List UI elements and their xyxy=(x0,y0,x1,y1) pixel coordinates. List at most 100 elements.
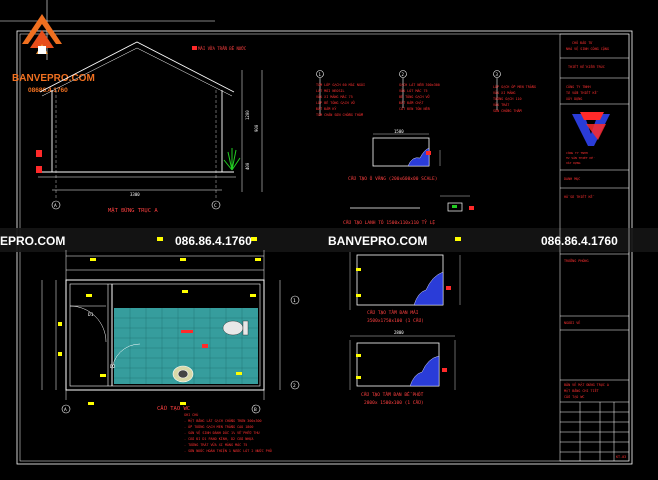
plan-yellow-markers xyxy=(58,258,261,405)
lanh-to-marker xyxy=(469,206,474,210)
watermark-phone-1: 086.86.4.1760 xyxy=(175,234,252,248)
axis-a-bubble xyxy=(51,200,61,210)
svg-text:LỚP BÊ TÔNG GẠCH VỠ: LỚP BÊ TÔNG GẠCH VỠ xyxy=(316,100,355,105)
svg-text:VỮA XI MĂNG: VỮA XI MĂNG xyxy=(493,90,515,95)
be-phot-hatch xyxy=(409,355,440,387)
company-logo xyxy=(572,112,610,146)
door-d2-label: D2 xyxy=(110,364,116,370)
svg-text:- CỬA ĐI D1 PANO KÍNH, D2 CỬA: - CỬA ĐI D1 PANO KÍNH, D2 CỬA NHỰA xyxy=(184,436,253,441)
svg-text:GẠCH LÁT NỀN 300x300: GẠCH LÁT NỀN 300x300 xyxy=(399,82,440,87)
svg-text:LỚP GẠCH ỐP MEN TRẮNG: LỚP GẠCH ỐP MEN TRẮNG xyxy=(493,84,536,89)
detail-tam-dan-mai xyxy=(349,252,461,310)
svg-text:TÓM CHÂN SƠN CHỐNG THẤM: TÓM CHÂN SƠN CHỐNG THẤM xyxy=(316,112,363,117)
svg-text:VỮA XI MĂNG MÁC 75: VỮA XI MĂNG MÁC 75 xyxy=(316,94,353,99)
notes-col-2: GẠCH LÁT NỀN 300x300 VỮA LÓT MÁC 75 BÊ T… xyxy=(399,82,440,111)
company-logo-caption: CÔNG TY TNHH TƯ VẤN THIẾT KẾ XÂY DỰNG xyxy=(566,150,595,165)
svg-text:- TƯỜNG TRÁT VỮA XI MĂNG MÁC 7: - TƯỜNG TRÁT VỮA XI MĂNG MÁC 75 xyxy=(184,442,247,447)
elevation-dim-bottom: 3300 xyxy=(130,192,140,197)
detail-tam-dan-be-phot xyxy=(349,335,456,390)
svg-text:ĐẤT ĐẦM CHẶT: ĐẤT ĐẦM CHẶT xyxy=(399,100,424,105)
watermark-left: EPRO.COM xyxy=(0,234,65,248)
svg-text:XÂY DỰNG: XÂY DỰNG xyxy=(566,160,581,165)
svg-text:TRƯỞNG PHÒNG: TRƯỞNG PHÒNG xyxy=(564,258,589,263)
svg-text:XÂY DỰNG: XÂY DỰNG xyxy=(566,96,582,101)
svg-text:LÁT MỚI NEOSIL: LÁT MỚI NEOSIL xyxy=(316,88,345,93)
door-d1-label: D1 xyxy=(88,312,94,318)
svg-text:NGƯỜI VẼ: NGƯỜI VẼ xyxy=(564,320,580,325)
plan-title: CẤU TẠO WC xyxy=(157,405,190,412)
svg-text:- SÀN VỆ SINH ĐÁNH DỐC 1% VỀ P: - SÀN VỆ SINH ĐÁNH DỐC 1% VỀ PHỄU THU xyxy=(184,430,260,435)
toilet-fixture xyxy=(222,320,249,336)
elevation-dim-right-2: 900 xyxy=(254,124,259,132)
svg-text:GHI CHÚ: GHI CHÚ xyxy=(184,412,198,417)
title-block-r8: HỒ SƠ THIẾT KẾ xyxy=(564,194,595,199)
watermark-strip xyxy=(0,228,658,252)
svg-text:BẢN VẼ MẶT ĐỨNG TRỤC A: BẢN VẼ MẶT ĐỨNG TRỤC A xyxy=(564,382,609,387)
title-block-text: CHỦ ĐẦU TƯ NHÀ VỆ SINH CÔNG CỘNG THIẾT K… xyxy=(564,40,626,459)
plan-axis-1: 1 xyxy=(293,298,296,304)
squat-toilet xyxy=(172,365,194,383)
tam-dan-mai-hatch xyxy=(413,271,444,306)
elevation-title: MẶT ĐỨNG TRỤC A xyxy=(108,207,158,214)
svg-text:MẶT BẰNG CHI TIẾT: MẶT BẰNG CHI TIẾT xyxy=(564,388,599,393)
detail-1-dim: 1500 xyxy=(394,129,404,134)
svg-text:TÓM LỚP GẠCH 60 MÁI NGÓI: TÓM LỚP GẠCH 60 MÁI NGÓI xyxy=(316,82,365,87)
be-phot-marker xyxy=(442,368,447,372)
axis-c-label: C xyxy=(214,203,217,209)
notes-col-3: LỚP GẠCH ỐP MEN TRẮNG VỮA XI MĂNG TƯỜNG … xyxy=(493,84,536,113)
roof-note-marker xyxy=(192,46,197,50)
svg-text:ĐẤT ĐẦM KỸ: ĐẤT ĐẦM KỸ xyxy=(316,106,336,111)
elevation-dim-right-1: 1200 xyxy=(245,110,250,120)
svg-text:- ỐP TƯỜNG GẠCH MEN TRẮNG CAO: - ỐP TƯỜNG GẠCH MEN TRẮNG CAO 1800 xyxy=(184,424,253,429)
detail-2-title: CẤU TẠO LANH TÔ 1500x110x110 TỶ LỆ xyxy=(343,218,435,226)
svg-text:TƯỜNG GẠCH 110: TƯỜNG GẠCH 110 xyxy=(493,96,522,101)
watermark-brand-center: BANVEPRO.COM xyxy=(328,234,427,248)
svg-text:VỮA LÓT MÁC 75: VỮA LÓT MÁC 75 xyxy=(399,88,428,93)
door-d2-swing xyxy=(111,343,141,373)
svg-text:THIẾT KẾ KIẾN TRÚC: THIẾT KẾ KIẾN TRÚC xyxy=(568,64,605,69)
detail-3-sub: 3500x1750x100 (1 CẤU) xyxy=(367,317,424,324)
svg-text:BÊ TÔNG GẠCH VỠ: BÊ TÔNG GẠCH VỠ xyxy=(399,94,430,99)
plan-axis-bubbles xyxy=(61,295,300,414)
plan-axis-b: B xyxy=(254,407,257,413)
plan-axis-2: 2 xyxy=(293,383,296,389)
note-marker-3: 3 xyxy=(496,72,499,77)
svg-text:SƠN CHỐNG THẤM: SƠN CHỐNG THẤM xyxy=(493,108,522,113)
roof-note: MÁI VỮA TRẦN BÊ NƯỚC xyxy=(198,46,247,51)
elevation-drawing xyxy=(38,41,263,200)
svg-text:DANH MỤC: DANH MỤC xyxy=(564,177,580,181)
plan-red-markers xyxy=(181,330,208,348)
svg-text:CÔNG TY TNHH: CÔNG TY TNHH xyxy=(566,84,591,89)
detail-4-sub: 2800x 1500x100 (1 CẤU) xyxy=(364,399,424,406)
lanh-to-green xyxy=(452,205,457,208)
svg-text:NHÀ VỆ SINH CÔNG CỘNG: NHÀ VỆ SINH CÔNG CỘNG xyxy=(566,46,609,51)
svg-text:- MẶT BẰNG LÁT GẠCH CHỐNG TRƠN: - MẶT BẰNG LÁT GẠCH CHỐNG TRƠN 300x300 xyxy=(184,418,262,423)
plan-axis-a: A xyxy=(64,407,67,413)
tam-dan-mai-marker xyxy=(446,286,451,290)
door-d1-swing xyxy=(69,305,107,343)
brand-phone: 08686.4.1760 xyxy=(28,87,68,94)
svg-text:CHỦ ĐẦU TƯ: CHỦ ĐẦU TƯ xyxy=(572,40,593,45)
note-marker-1: 1 xyxy=(319,72,322,77)
elevation-red-markers xyxy=(36,150,42,173)
detail-o-vang xyxy=(372,133,441,167)
detail-4-title: CẤU TẠO TẤM ĐAN BỂ PHỐT xyxy=(361,390,424,398)
tam-dan-mai-dots xyxy=(356,268,361,297)
svg-text:CẤU TẠO WC: CẤU TẠO WC xyxy=(564,394,584,399)
detail-3-title: CẤU TẠO TẤM ĐAN MÁI xyxy=(367,309,419,316)
svg-text:TƯ VẤN THIẾT KẾ: TƯ VẤN THIẾT KẾ xyxy=(566,90,599,95)
svg-text:- SƠN NƯỚC HOÀN THIỆN 1 NƯỚC L: - SƠN NƯỚC HOÀN THIỆN 1 NƯỚC LÓT 2 NƯỚC … xyxy=(184,448,272,453)
brand-logo xyxy=(22,14,62,54)
note-markers xyxy=(316,70,501,116)
detail-lanh-to xyxy=(350,195,470,212)
axis-a-label: A xyxy=(54,203,57,209)
be-phot-dots xyxy=(356,354,361,379)
notes-col-1: TÓM LỚP GẠCH 60 MÁI NGÓI LÁT MỚI NEOSIL … xyxy=(316,82,365,117)
svg-text:CÁT ĐEN TÔN NỀN: CÁT ĐEN TÔN NỀN xyxy=(399,106,430,111)
strip-yellow-dots xyxy=(157,237,461,241)
title-block xyxy=(559,33,630,462)
o-vang-hatch xyxy=(407,147,430,167)
svg-text:CÔNG TY TNHH: CÔNG TY TNHH xyxy=(566,150,588,155)
elevation-dim-right-3: 400 xyxy=(245,162,250,170)
